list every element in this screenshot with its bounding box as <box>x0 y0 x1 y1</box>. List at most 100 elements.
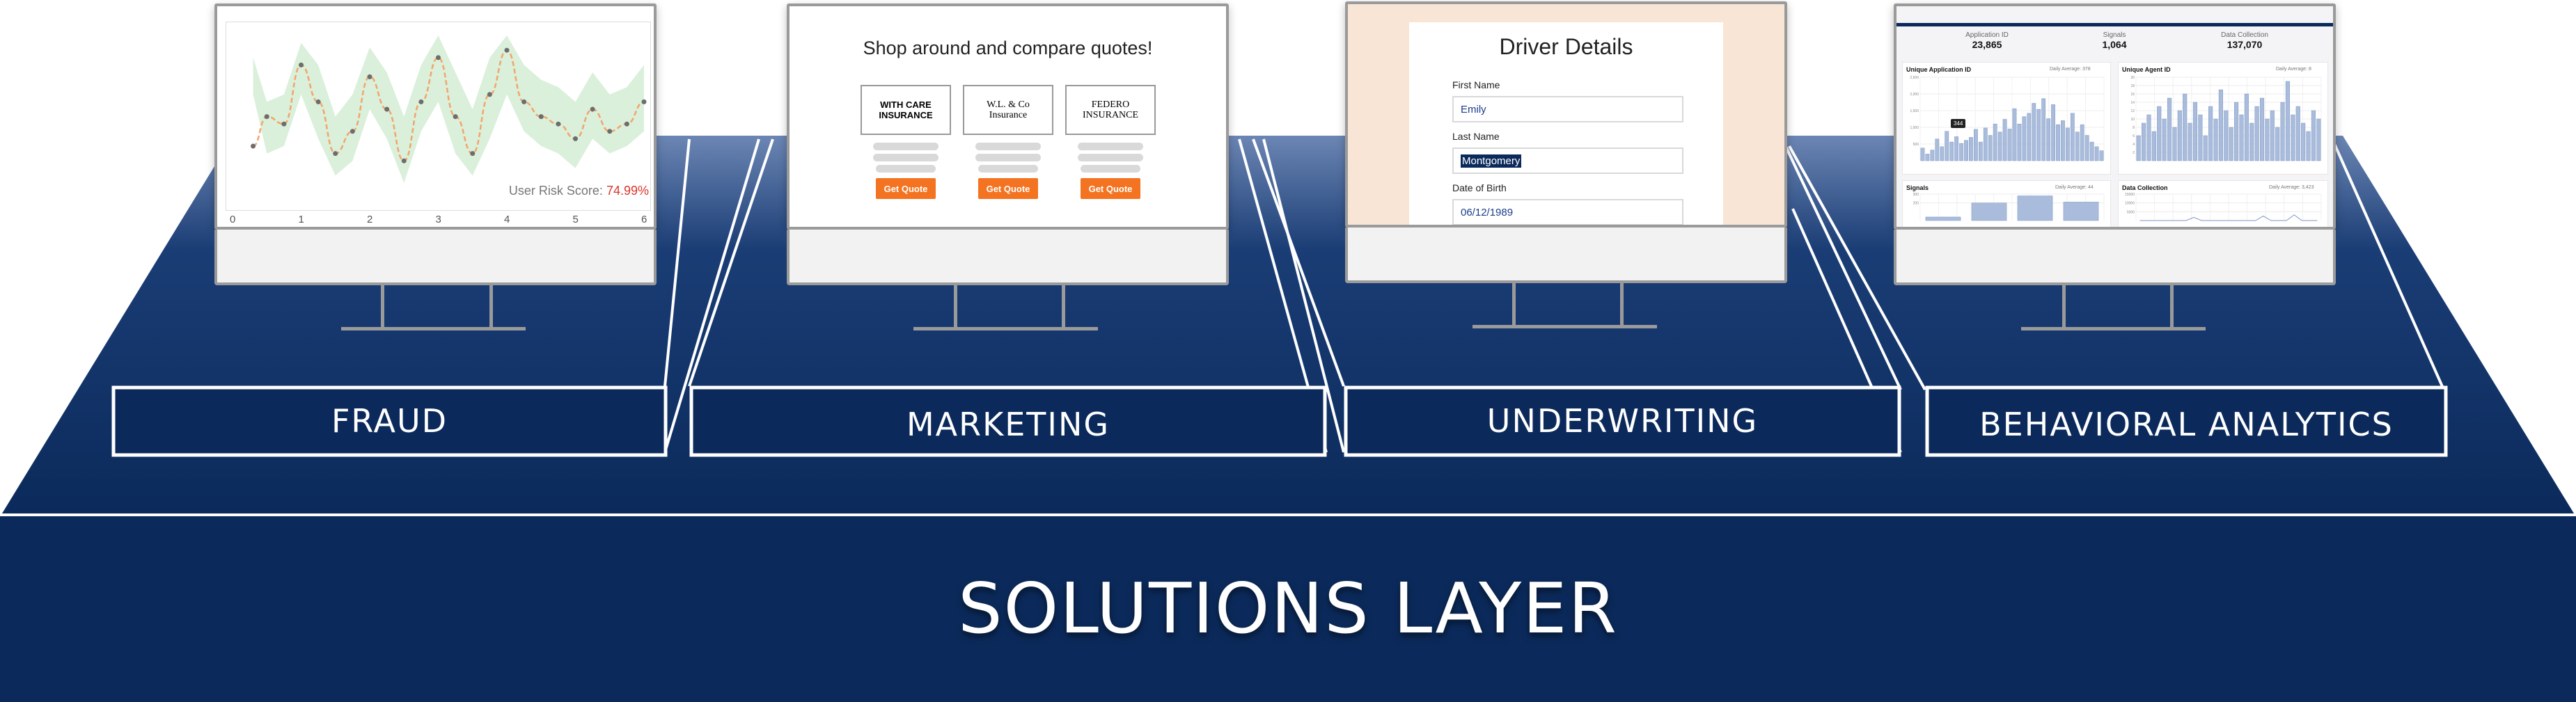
stat-label: Data Collection <box>2221 31 2268 39</box>
card-placeholder-line <box>978 165 1038 173</box>
analytics-top-bar <box>1896 23 2333 26</box>
data-point <box>573 136 578 141</box>
last-name-input[interactable]: Montgomery <box>1452 147 1683 174</box>
data-point <box>521 99 527 104</box>
label-fraud: FRAUD <box>331 402 448 440</box>
bar <box>2094 146 2099 161</box>
bar <box>2017 123 2022 161</box>
underwriting-monitor-stand-left <box>1512 283 1516 325</box>
x-tick-label: 2 <box>367 214 373 225</box>
data-point <box>538 114 544 120</box>
bar <box>2075 131 2080 161</box>
bar <box>2244 93 2249 161</box>
bar <box>2142 122 2146 161</box>
bar <box>2084 135 2089 161</box>
data-point <box>624 121 629 127</box>
get-quote-button-federo[interactable]: Get Quote <box>1081 178 1140 199</box>
bar <box>2146 114 2151 161</box>
data-point <box>299 62 304 67</box>
bar <box>2249 122 2254 161</box>
y-tick-label: 2 <box>2133 151 2135 155</box>
insurer-card-federo[interactable]: FEDERO INSURANCE <box>1065 85 1156 135</box>
y-tick-label: 14 <box>2130 101 2135 105</box>
bar <box>1949 141 1954 161</box>
insurer-name: WITH CARE INSURANCE <box>879 99 933 120</box>
fraud-monitor-chin <box>214 230 657 285</box>
first-name-input[interactable]: Emily <box>1452 96 1683 122</box>
signals-bar-chart: 300 200 <box>1913 193 2105 221</box>
bar <box>2203 135 2208 161</box>
y-tick-label: 200 <box>1913 202 1919 206</box>
data-point <box>251 143 256 149</box>
y-tick-label: 300 <box>1913 193 1919 197</box>
bar <box>2172 127 2177 161</box>
bar <box>2224 110 2229 161</box>
bar <box>2285 81 2291 161</box>
dob-input[interactable]: 06/12/1989 <box>1452 199 1683 225</box>
bar <box>2066 127 2070 161</box>
analytics-monitor-stand-right <box>2170 285 2174 327</box>
x-tick-label: 0 <box>230 214 236 225</box>
bar <box>2265 118 2270 161</box>
risk-score-label: User Risk Score: <box>508 184 606 198</box>
bar <box>1930 150 1935 161</box>
label-underwriting: UNDERWRITING <box>1486 402 1759 440</box>
bar <box>2270 110 2275 161</box>
panel-daily-average: Daily Average: 378 <box>2050 67 2091 72</box>
marketing-heading: Shop around and compare quotes! <box>863 38 1153 58</box>
fraud-monitor-stand-left <box>381 285 384 327</box>
first-name-label: First Name <box>1452 79 1500 90</box>
data-point <box>504 47 510 53</box>
panel-title: Unique Application ID <box>1906 66 1972 73</box>
underwriting-monitor-screen: Driver Details First Name Emily Last Nam… <box>1345 1 1787 228</box>
bar <box>1993 123 1997 161</box>
data-point <box>315 99 321 104</box>
bar <box>2208 106 2213 161</box>
bar <box>1925 154 1930 161</box>
data-point <box>470 151 476 157</box>
card-placeholder-line <box>1081 165 1140 173</box>
get-quote-button-with-care[interactable]: Get Quote <box>876 178 936 199</box>
data-point <box>418 99 424 104</box>
bar <box>2295 106 2300 161</box>
chart-tooltip: 344 <box>1951 119 1966 128</box>
bar <box>2080 124 2084 161</box>
base-block <box>0 515 2576 702</box>
data-point <box>264 114 269 120</box>
y-tick-label: 16 <box>2130 93 2135 97</box>
marketing-monitor-chin <box>787 230 1229 285</box>
bar <box>2188 122 2192 161</box>
data-point <box>350 129 355 134</box>
confidence-band <box>253 35 644 183</box>
y-tick-label: 6 <box>2133 134 2135 138</box>
label-marketing: MARKETING <box>906 406 1110 443</box>
x-tick-label: 3 <box>435 214 441 225</box>
bar <box>2183 93 2188 161</box>
bar <box>2036 109 2041 161</box>
insurer-card-with-care[interactable]: WITH CARE INSURANCE <box>861 85 951 135</box>
bar <box>2229 127 2233 161</box>
bar <box>2311 110 2316 161</box>
y-tick-label: 2,500 <box>1910 76 1919 80</box>
x-tick-label: 5 <box>572 214 579 225</box>
y-tick-label: 1,000 <box>1910 126 1919 130</box>
y-tick-label: 2,000 <box>1910 93 1919 97</box>
y-tick-label: 10 <box>2130 118 2135 122</box>
bar <box>1969 137 1973 161</box>
marketing-monitor-screen: Shop around and compare quotes! WITH CAR… <box>787 3 1229 230</box>
underwriting-monitor-chin <box>1345 228 1787 283</box>
get-quote-button-wl-co[interactable]: Get Quote <box>978 178 1038 199</box>
bar <box>2301 122 2306 161</box>
bar <box>2177 110 2182 161</box>
connector-lines <box>663 138 2445 453</box>
bar <box>2259 97 2265 161</box>
bar <box>2056 124 2060 161</box>
insurer-card-wl-co[interactable]: W.L. & Co Insurance <box>963 85 1053 135</box>
bar <box>2316 118 2321 161</box>
bar <box>1997 131 2002 161</box>
